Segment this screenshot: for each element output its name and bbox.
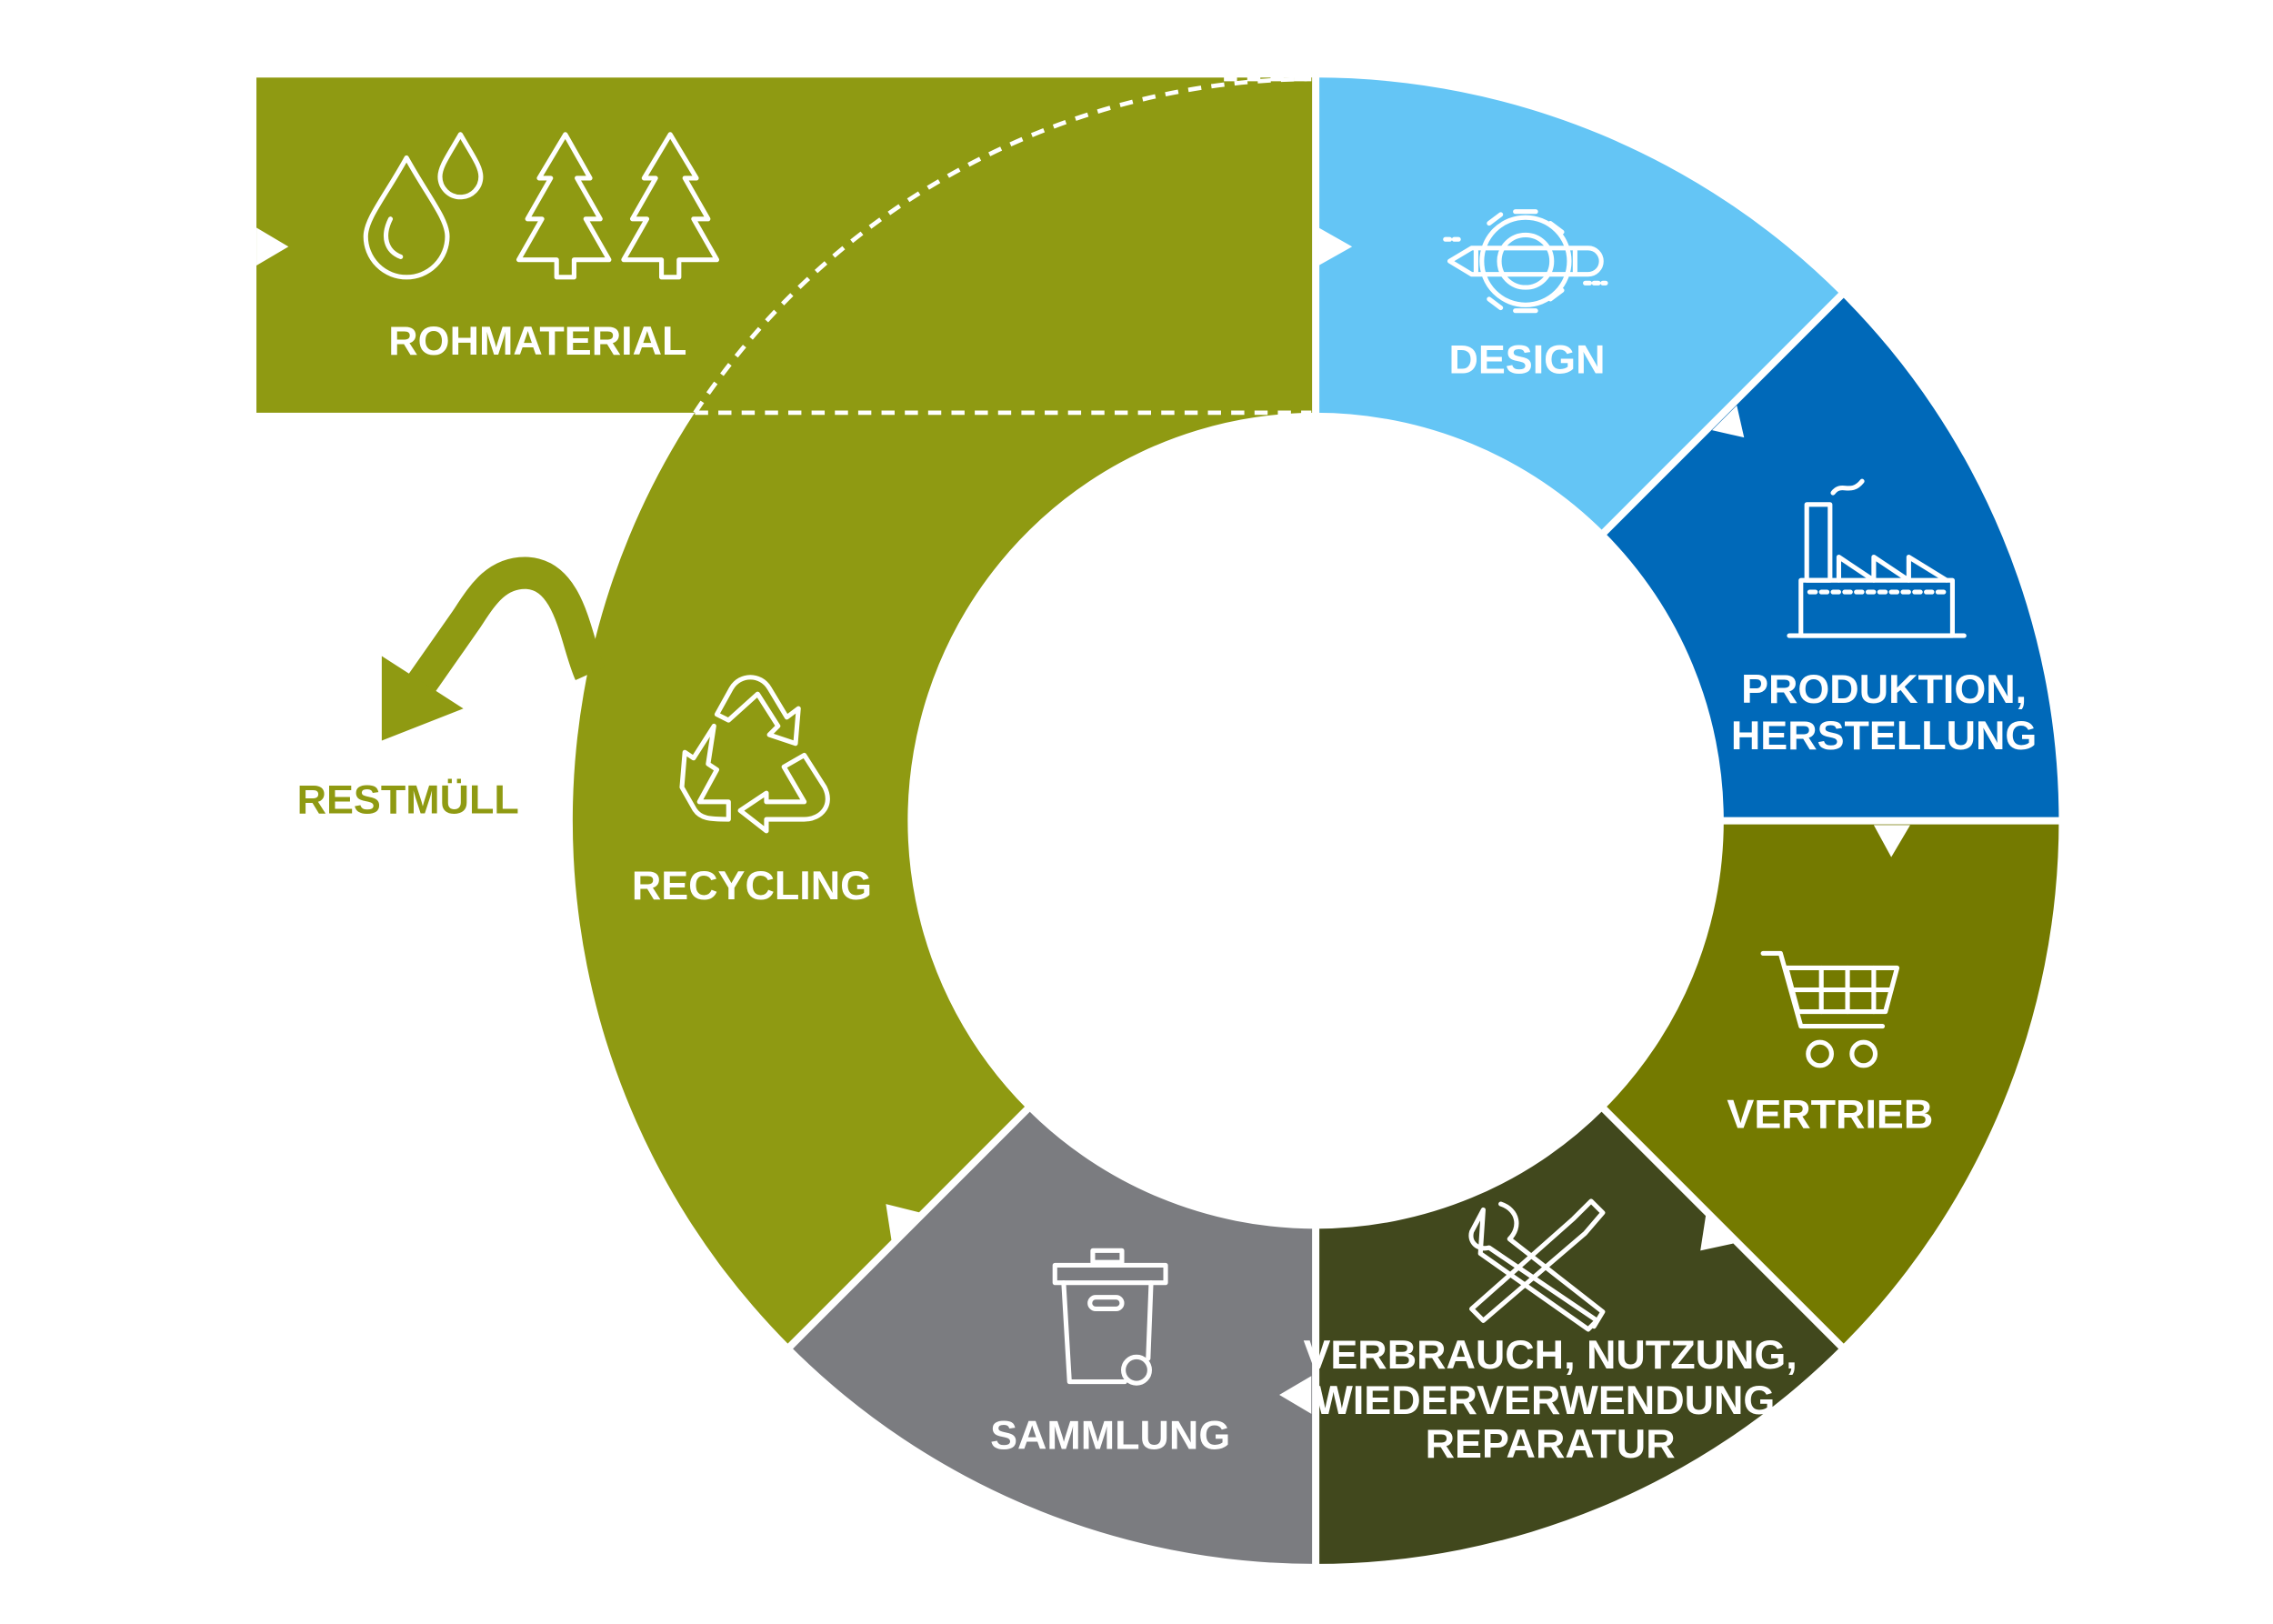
sammlung-label: SAMMLUNG xyxy=(990,1411,1230,1458)
shopping-cart-icon xyxy=(1760,950,1900,1068)
segment-recycling xyxy=(572,77,1317,1347)
design-label: DESIGN xyxy=(1448,336,1605,383)
segment-sammlung xyxy=(790,1108,1317,1564)
recycle-icon xyxy=(679,675,830,834)
verbrauch-label-line2: WIEDERVERWENDUNG, xyxy=(1314,1377,1786,1423)
flow-notches xyxy=(256,227,1910,1414)
segment-separators xyxy=(786,73,2064,1569)
segment-design xyxy=(1316,77,1841,533)
verbrauch-label-line3: REPARATUR xyxy=(1426,1420,1676,1467)
rohmaterial-label: ROHMATERIAL xyxy=(388,317,686,364)
restmuell-label: RESTMÜLL xyxy=(297,777,519,823)
vertrieb-label: VERTRIEB xyxy=(1727,1091,1933,1138)
factory-icon xyxy=(1787,478,1967,638)
segment-vertrieb xyxy=(1604,820,2059,1347)
produktion-label-line1: PRODUKTION, xyxy=(1741,666,2027,712)
verbrauch-label-line1: VERBRAUCH, NUTZUNG, xyxy=(1303,1331,1797,1378)
recycling-label: RECYCLING xyxy=(632,862,872,908)
curved-arrow-icon xyxy=(381,656,464,741)
wheelie-bin-icon xyxy=(1052,1248,1168,1386)
gear-pencil-icon xyxy=(1443,209,1608,314)
dashed-boundary xyxy=(693,76,1312,416)
wrench-screwdriver-icon xyxy=(1468,1198,1606,1332)
water-drops-and-trees-icon xyxy=(363,132,720,280)
restmuell-arrow xyxy=(381,556,606,741)
produktion-label-line2: HERSTELLUNG xyxy=(1731,712,2037,758)
